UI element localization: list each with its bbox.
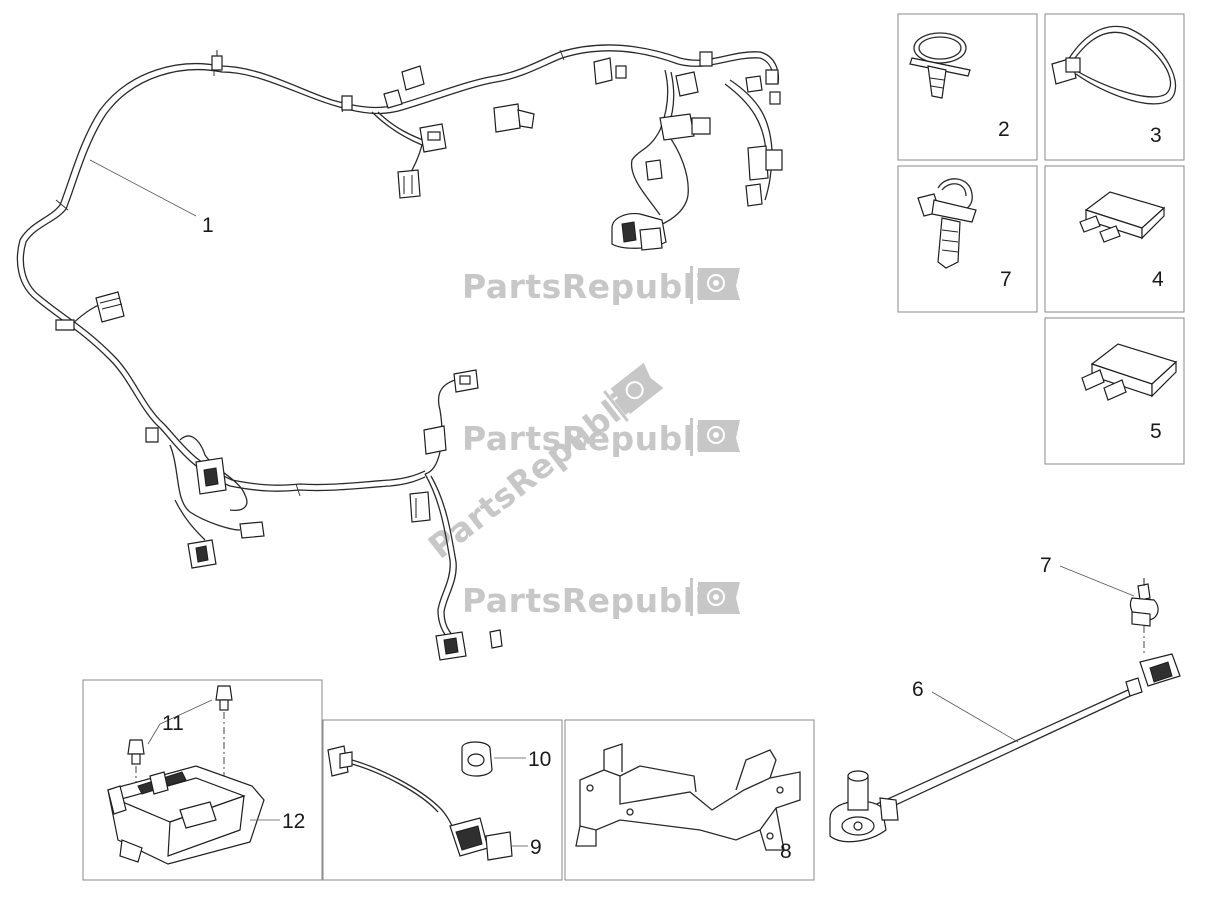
callout-12: 12	[282, 810, 305, 833]
harness-connector	[593, 57, 627, 85]
harness-connector	[745, 145, 783, 207]
part-box-clip[interactable]: 7	[897, 165, 1038, 313]
part-box-lambda[interactable]: 9 10	[322, 719, 563, 881]
callout-6: 6	[912, 678, 924, 701]
sensor-clip[interactable]	[1129, 578, 1159, 656]
lambda-sensor-part	[327, 745, 513, 861]
fuse-small-part	[1079, 191, 1166, 243]
callout-4: 4	[1152, 268, 1164, 291]
part-box-cable-tie[interactable]: 3	[1044, 13, 1185, 161]
watermark-text: PartsRepublik	[462, 419, 729, 458]
part-box-fuse-small[interactable]: 4	[1044, 165, 1185, 313]
callout-9: 9	[530, 836, 542, 859]
speed-sensor[interactable]	[829, 653, 1181, 843]
clip-part	[917, 178, 977, 269]
bracket-part	[575, 743, 801, 851]
harness-clip	[55, 319, 75, 331]
clamp-tie-part	[909, 32, 971, 99]
harness-clip	[211, 50, 223, 71]
watermark-text: PartsRepublik	[462, 267, 729, 306]
fuse-large-part	[1081, 343, 1178, 401]
callout-8: 8	[780, 840, 792, 863]
harness-connector	[383, 65, 425, 109]
callout-10: 10	[528, 748, 551, 771]
harness-connector	[611, 213, 667, 251]
harness-clip	[341, 95, 353, 111]
harness-connector	[453, 369, 479, 393]
harness-connector	[745, 75, 781, 105]
harness-connector	[397, 169, 421, 199]
harness-connector	[493, 103, 535, 133]
harness-clip	[765, 69, 779, 85]
harness-connector	[409, 491, 431, 523]
harness-connector	[659, 113, 711, 141]
callout-3: 3	[1150, 124, 1162, 147]
harness-connector	[423, 425, 447, 455]
callout-5: 5	[1150, 420, 1162, 443]
part-box-bracket[interactable]: 8	[564, 719, 815, 881]
callout-7-sensor: 7	[1040, 554, 1052, 577]
main-wiring-harness[interactable]	[16, 44, 783, 661]
harness-connector	[435, 629, 503, 661]
gear-flag-icon	[698, 420, 740, 452]
harness-clip	[145, 427, 159, 443]
harness-connector	[419, 123, 447, 153]
watermark-top: PartsRepublik	[462, 266, 740, 306]
harness-connector	[239, 521, 265, 539]
ecu-part	[107, 765, 265, 865]
cable-tie-part	[1051, 25, 1177, 105]
callout-2: 2	[998, 118, 1010, 141]
callout-7: 7	[1000, 268, 1012, 291]
callout-11: 11	[162, 712, 184, 735]
part-box-fuse-large[interactable]: 5	[1044, 317, 1185, 465]
gear-flag-icon	[610, 362, 664, 414]
harness-connector	[675, 71, 699, 97]
grommet-part	[461, 741, 493, 777]
part-box-ecu[interactable]: 11 12	[82, 679, 323, 881]
watermark-text: PartsRepublik	[462, 581, 729, 620]
harness-connector	[95, 291, 125, 323]
watermark-middle: PartsRepublik	[462, 418, 740, 458]
harness-connector	[645, 159, 663, 181]
harness-clip	[699, 51, 713, 67]
harness-connector	[187, 539, 217, 569]
callout-1: 1	[202, 214, 214, 237]
part-box-clamp-tie[interactable]: 2	[897, 13, 1038, 161]
gear-flag-icon	[698, 582, 740, 614]
gear-flag-icon	[698, 268, 740, 300]
watermark-bottom: PartsRepublik	[462, 578, 740, 620]
harness-connector	[195, 457, 227, 495]
